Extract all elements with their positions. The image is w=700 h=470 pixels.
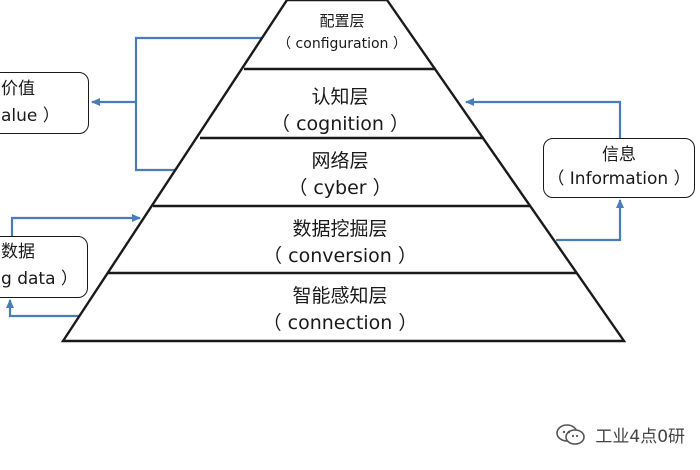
layer-cognition-cn: 认知层 <box>311 86 369 108</box>
wechat-icon <box>556 424 586 450</box>
value-box-label-cn: 价值 <box>1 79 35 99</box>
layer-conversion-cn: 数据挖掘层 <box>292 218 388 240</box>
arrow-conversion-to-info <box>556 199 624 242</box>
big-data-box-label-en: g data ） <box>1 269 78 289</box>
layer-cyber: 网络层 （ cyber ） <box>240 152 440 198</box>
arrow-connection-to-bigdata <box>5 299 86 318</box>
information-box-label-cn: 信息 <box>602 145 636 165</box>
value-box-label-en: alue ） <box>1 106 60 126</box>
layer-cyber-en: （ cyber ） <box>288 177 392 199</box>
layer-cognition-en: （ cognition ） <box>271 113 409 135</box>
arrow-bigdata-to-conversion <box>10 214 141 236</box>
big-data-box: 数据 g data ） <box>0 236 88 298</box>
pyramid-outline <box>60 0 627 343</box>
layer-cyber-cn: 网络层 <box>311 150 369 172</box>
layer-connection: 智能感知层 （ connection ） <box>230 287 450 333</box>
information-box-label-en: （ Information ） <box>547 169 691 189</box>
watermark: 工业4点0研 <box>556 424 685 450</box>
layer-connection-cn: 智能感知层 <box>292 285 388 307</box>
layer-configuration: 配置层 （ configuration ） <box>257 12 427 52</box>
information-box: 信息 （ Information ） <box>543 138 695 198</box>
connector-arrows <box>5 36 624 318</box>
line-cyber-to-value <box>134 102 176 172</box>
pyramid <box>60 0 627 343</box>
layer-configuration-en: （ configuration ） <box>277 36 407 52</box>
big-data-box-label-cn: 数据 <box>1 242 35 262</box>
layer-conversion: 数据挖掘层 （ conversion ） <box>230 220 450 266</box>
layer-conversion-en: （ conversion ） <box>263 245 417 267</box>
layer-configuration-cn: 配置层 <box>319 12 365 30</box>
arrow-configuration-to-value <box>91 36 270 106</box>
layer-connection-en: （ connection ） <box>262 312 418 334</box>
arrow-info-to-cognition <box>465 98 622 138</box>
layer-cognition: 认知层 （ cognition ） <box>240 88 440 134</box>
watermark-text: 工业4点0研 <box>595 427 686 447</box>
value-box: 价值 alue ） <box>0 72 89 134</box>
